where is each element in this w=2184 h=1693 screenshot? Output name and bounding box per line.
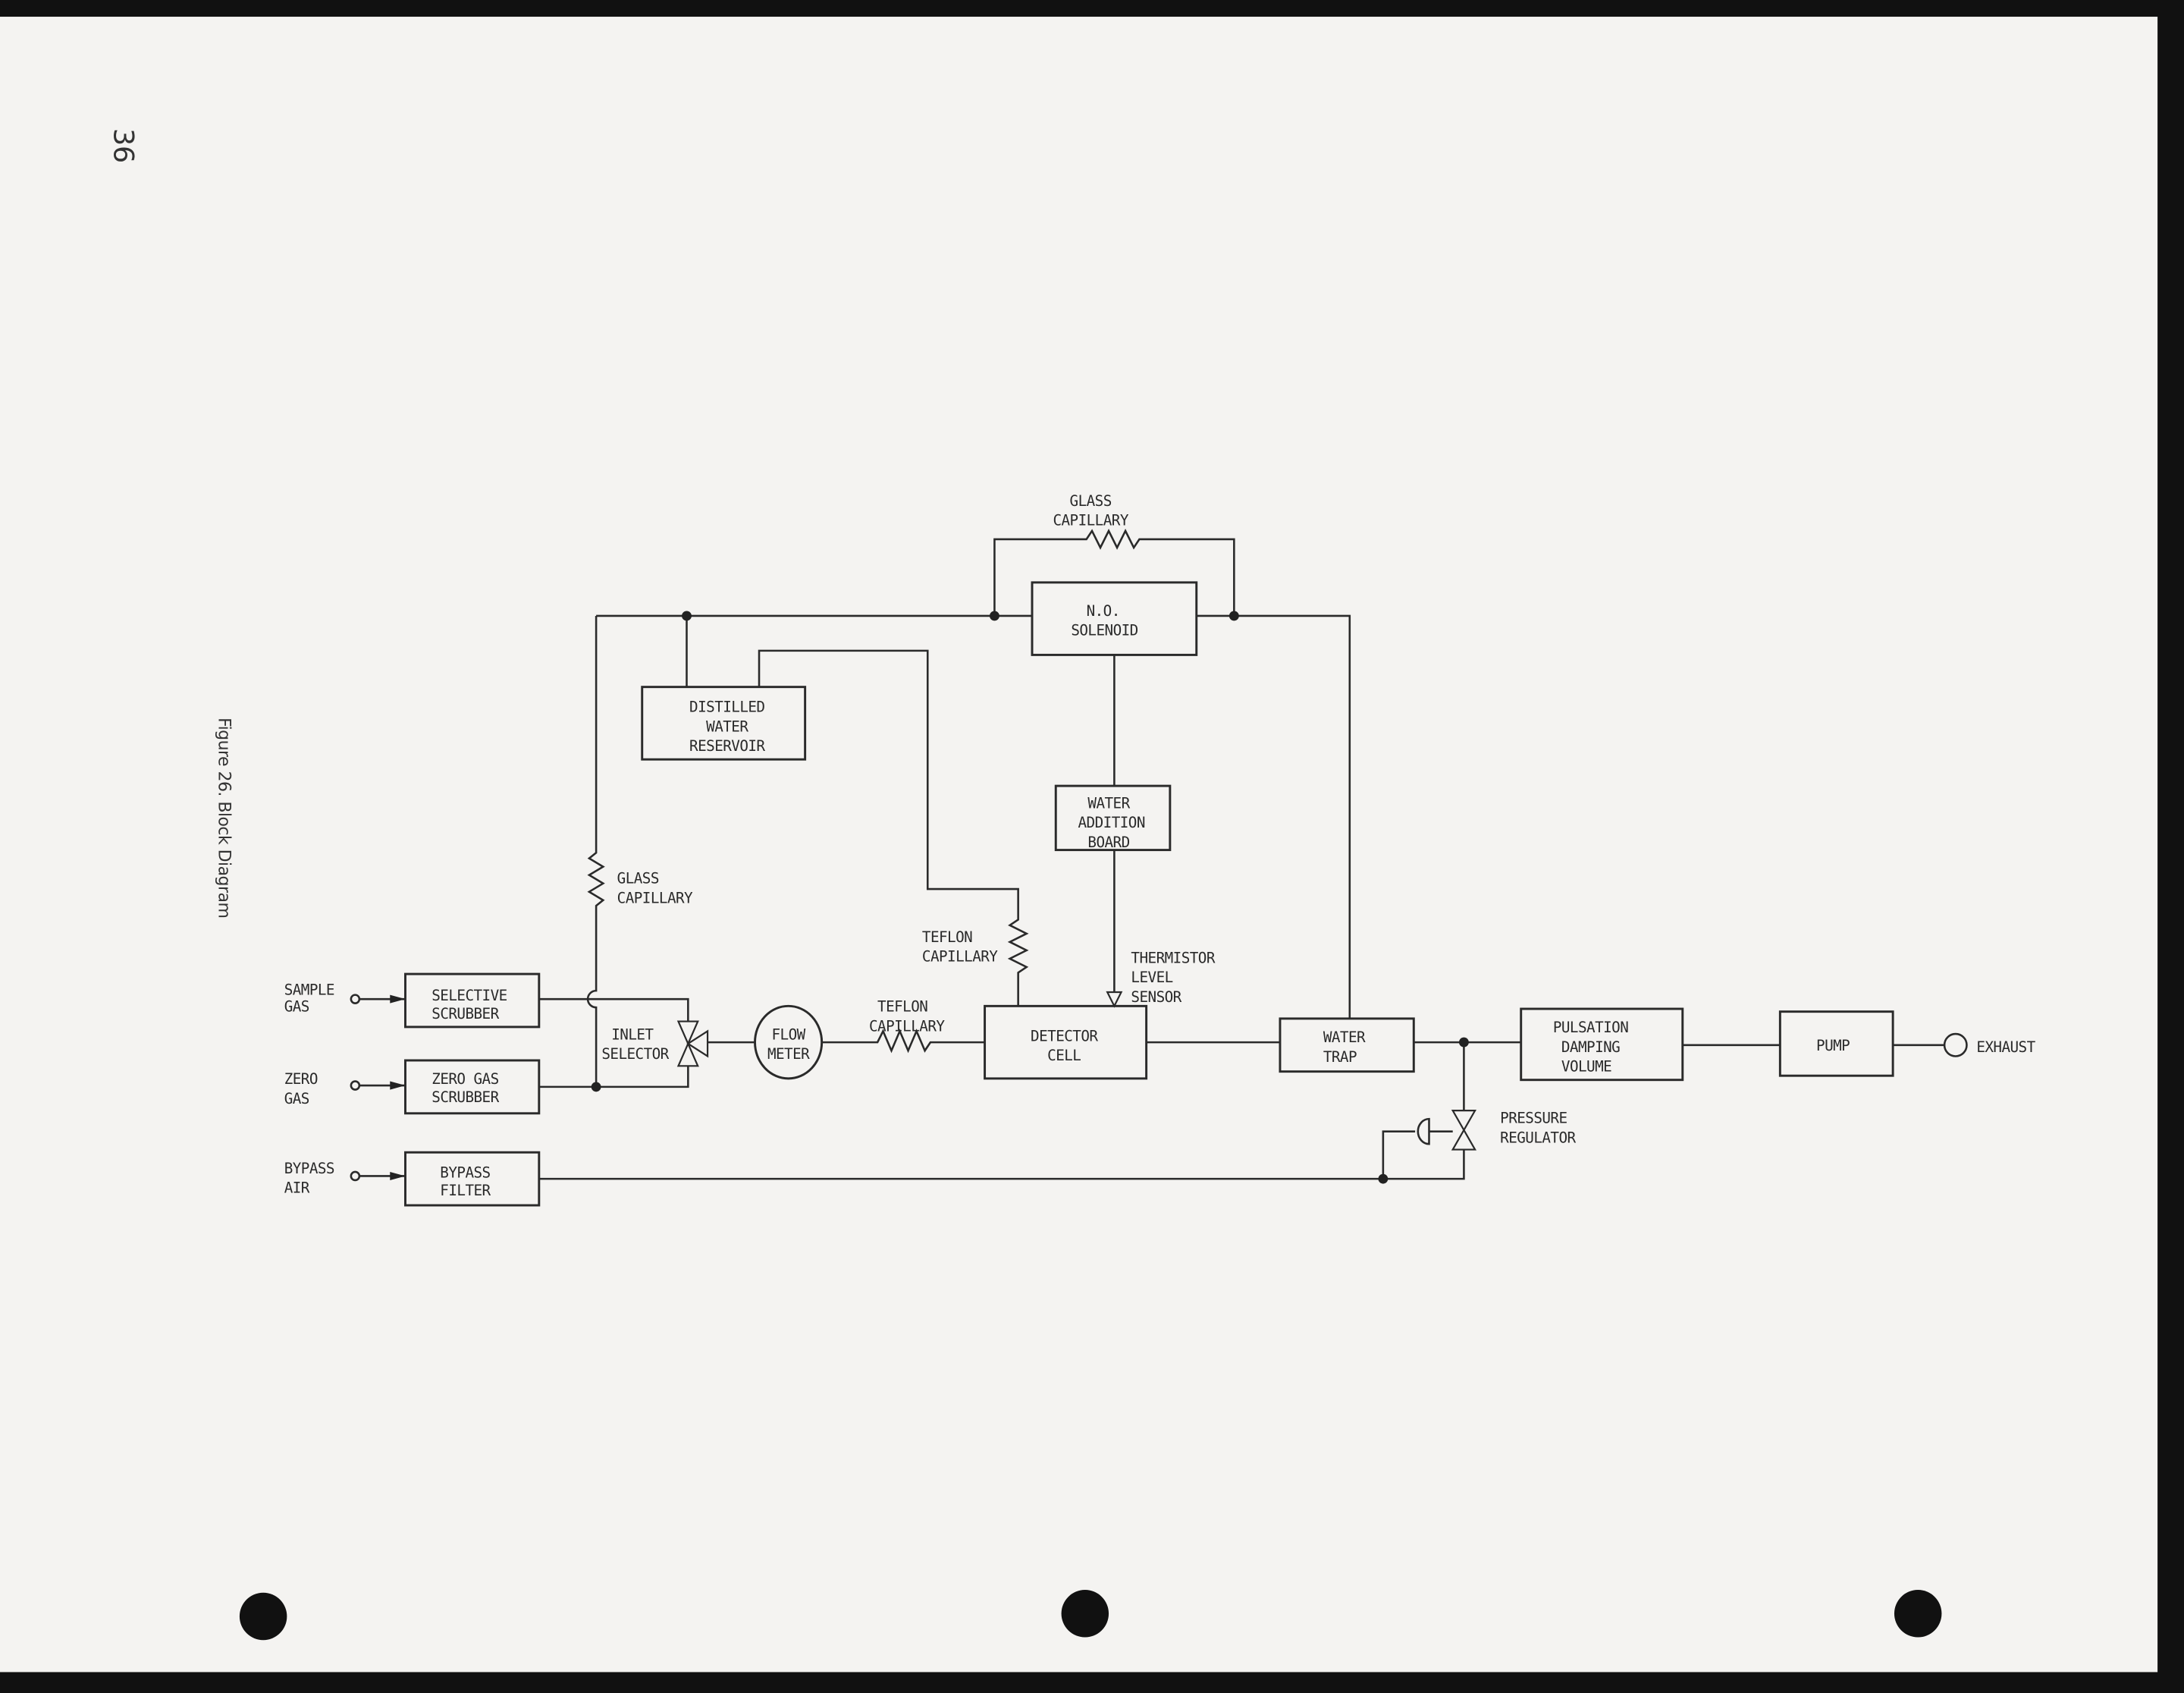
paper: [0, 17, 2158, 1673]
svg-text:SENSOR: SENSOR: [1131, 988, 1181, 1006]
svg-text:METER: METER: [767, 1045, 810, 1063]
svg-text:FLOW: FLOW: [771, 1026, 805, 1043]
svg-text:TEFLON: TEFLON: [877, 998, 927, 1016]
svg-text:N.O.: N.O.: [1087, 602, 1120, 620]
svg-text:WATER: WATER: [1323, 1029, 1366, 1046]
teflon-capillary-upper-label: TEFLON CAPILLARY: [922, 928, 999, 966]
svg-text:SOLENOID: SOLENOID: [1071, 622, 1138, 639]
svg-text:SELECTOR: SELECTOR: [601, 1045, 669, 1063]
svg-text:GLASS: GLASS: [617, 870, 659, 887]
punch-hole: [239, 1592, 287, 1641]
svg-text:BYPASS: BYPASS: [284, 1160, 334, 1177]
svg-text:REGULATOR: REGULATOR: [1500, 1129, 1576, 1146]
inlet-selector-label: INLET SELECTOR: [601, 1026, 670, 1063]
svg-text:FILTER: FILTER: [440, 1182, 491, 1199]
svg-text:SCRUBBER: SCRUBBER: [431, 1088, 499, 1106]
svg-text:CAPILLARY: CAPILLARY: [869, 1017, 945, 1035]
water-addition-board-block: WATER ADDITION BOARD: [1054, 784, 1172, 852]
svg-text:INLET: INLET: [611, 1026, 654, 1043]
piping-lines: [538, 529, 1945, 1184]
inlet-selector-valve-icon: [676, 1020, 709, 1067]
svg-text:SELECTIVE: SELECTIVE: [431, 987, 507, 1004]
svg-text:GLASS: GLASS: [1070, 492, 1112, 510]
figure-caption: Figure 26. Block Diagram: [214, 718, 233, 918]
input-zero-gas: ZERO GAS: [284, 1070, 406, 1107]
svg-text:CAPILLARY: CAPILLARY: [617, 889, 693, 906]
svg-text:SAMPLE: SAMPLE: [284, 982, 334, 999]
pulsation-damping-volume-block: PULSATION DAMPING VOLUME: [1520, 1007, 1684, 1082]
svg-text:PRESSURE: PRESSURE: [1500, 1110, 1567, 1127]
no-solenoid-block: N.O. SOLENOID: [1031, 581, 1198, 656]
svg-text:VOLUME: VOLUME: [1561, 1058, 1611, 1076]
svg-text:THERMISTOR: THERMISTOR: [1131, 949, 1215, 966]
svg-text:TEFLON: TEFLON: [922, 928, 972, 946]
water-trap-block: WATER TRAP: [1279, 1017, 1415, 1073]
svg-text:TRAP: TRAP: [1323, 1048, 1357, 1066]
exhaust-port-icon: [1943, 1032, 1968, 1057]
svg-text:ZERO GAS: ZERO GAS: [431, 1070, 498, 1088]
svg-text:ADDITION: ADDITION: [1078, 814, 1145, 831]
glass-capillary-top-label: GLASS CAPILLARY: [1053, 492, 1129, 529]
pressure-regulator-valve-icon: [1451, 1110, 1477, 1151]
svg-text:PULSATION: PULSATION: [1553, 1019, 1628, 1036]
svg-text:ZERO: ZERO: [284, 1070, 318, 1088]
thermistor-level-sensor-label: THERMISTOR LEVEL SENSOR: [1131, 949, 1216, 1006]
svg-text:SCRUBBER: SCRUBBER: [431, 1005, 499, 1022]
page-number: 36: [108, 128, 140, 163]
punch-hole: [1061, 1590, 1109, 1638]
input-bypass-air: BYPASS AIR: [284, 1160, 406, 1197]
svg-text:CELL: CELL: [1047, 1047, 1081, 1064]
svg-text:GAS: GAS: [284, 1090, 309, 1107]
punch-hole: [1894, 1590, 1942, 1638]
glass-capillary-left-label: GLASS CAPILLARY: [617, 870, 694, 907]
svg-text:WATER: WATER: [706, 718, 748, 735]
pressure-regulator-label: PRESSURE REGULATOR: [1500, 1110, 1577, 1147]
svg-text:DETECTOR: DETECTOR: [1031, 1027, 1098, 1044]
svg-text:GAS: GAS: [284, 998, 309, 1016]
pump-block: PUMP: [1778, 1010, 1894, 1077]
svg-text:PUMP: PUMP: [1816, 1037, 1850, 1054]
svg-text:CAPILLARY: CAPILLARY: [922, 948, 998, 966]
svg-text:CAPILLARY: CAPILLARY: [1053, 512, 1128, 529]
distilled-water-reservoir-block: DISTILLED WATER RESERVOIR: [641, 686, 807, 761]
svg-text:DISTILLED: DISTILLED: [689, 699, 764, 716]
svg-text:LEVEL: LEVEL: [1131, 969, 1172, 986]
svg-text:BOARD: BOARD: [1087, 834, 1129, 851]
svg-text:WATER: WATER: [1087, 794, 1130, 812]
svg-text:DAMPING: DAMPING: [1561, 1038, 1620, 1056]
flow-meter: FLOW METER: [754, 1004, 824, 1080]
exhaust-label: EXHAUST: [1976, 1038, 2035, 1056]
svg-text:RESERVOIR: RESERVOIR: [689, 737, 765, 755]
svg-text:AIR: AIR: [284, 1179, 310, 1197]
svg-text:BYPASS: BYPASS: [440, 1164, 490, 1181]
